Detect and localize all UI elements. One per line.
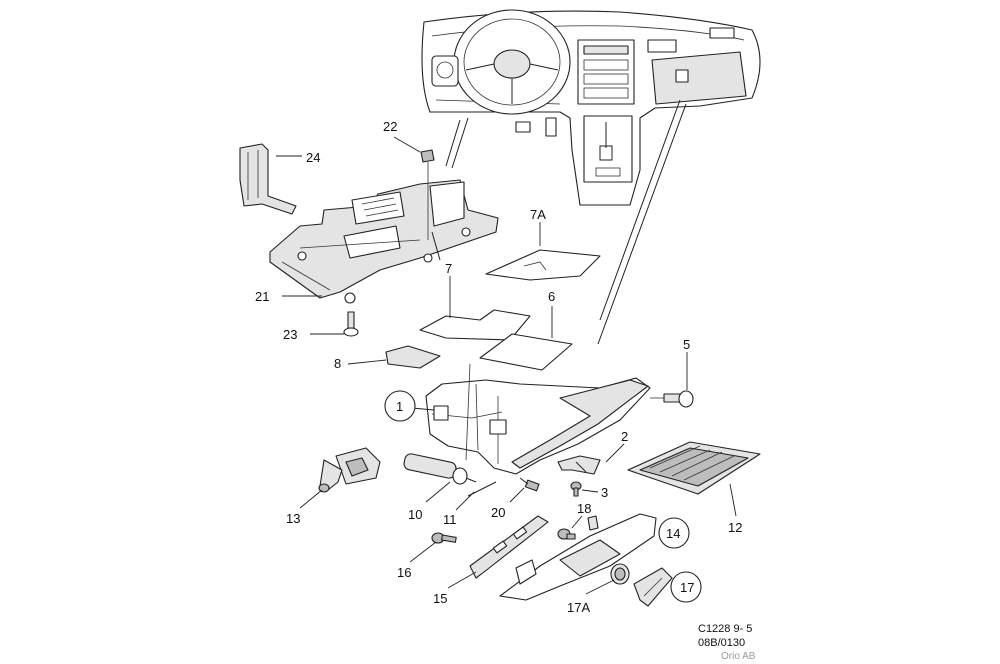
label-16: 16 [397,565,411,580]
part-22-clip [420,149,435,240]
part-5-bumper [650,390,694,408]
part-17a-button [610,563,630,585]
copyright-text: Orio AB [721,651,756,662]
reference-doc: 08B/0130 [698,637,745,649]
part-3-screw [570,481,582,497]
label-18: 18 [577,501,591,516]
part-24-bracket [239,143,297,215]
label-1: 1 [396,399,403,414]
label-17a: 17A [567,600,590,615]
part-20-screw [519,477,540,492]
part-1-glovebox [425,363,651,475]
label-3: 3 [601,485,608,500]
label-11: 11 [443,512,457,527]
part-13-switch [318,447,381,493]
badge-17-circle [670,571,702,603]
label-8: 8 [334,356,341,371]
label-15: 15 [433,591,447,606]
label-24: 24 [306,150,320,165]
label-5: 5 [683,337,690,352]
label-6: 6 [548,289,555,304]
badge-1-circle [384,390,416,422]
reference-code: C1228 9- 5 [698,623,752,635]
part-2-bracket [557,455,601,475]
part-23-screw [343,311,359,337]
badge-14-circle [658,517,690,549]
part-8-pad [385,345,441,369]
label-23: 23 [283,327,297,342]
part-16-screw [431,532,457,544]
label-7: 7 [445,261,452,276]
label-12: 12 [728,520,742,535]
label-13: 13 [286,511,300,526]
label-7a: 7A [530,207,546,222]
part-10-damper [403,453,477,485]
part-7-pad [419,309,531,341]
label-17: 17 [680,580,694,595]
dashboard-overview [421,9,761,345]
label-20: 20 [491,505,505,520]
label-14: 14 [666,526,680,541]
part-21-lower-panel [269,179,499,304]
label-2: 2 [621,429,628,444]
label-22: 22 [383,119,397,134]
label-10: 10 [408,507,422,522]
part-6-pad [479,333,573,371]
label-21: 21 [255,289,269,304]
leader-lines [276,136,737,595]
part-7a-pad [485,249,601,281]
part-17-handle [633,567,673,607]
part-18-screw [557,515,599,540]
part-15-handle-trim [469,513,657,601]
part-12-mat [627,441,761,495]
